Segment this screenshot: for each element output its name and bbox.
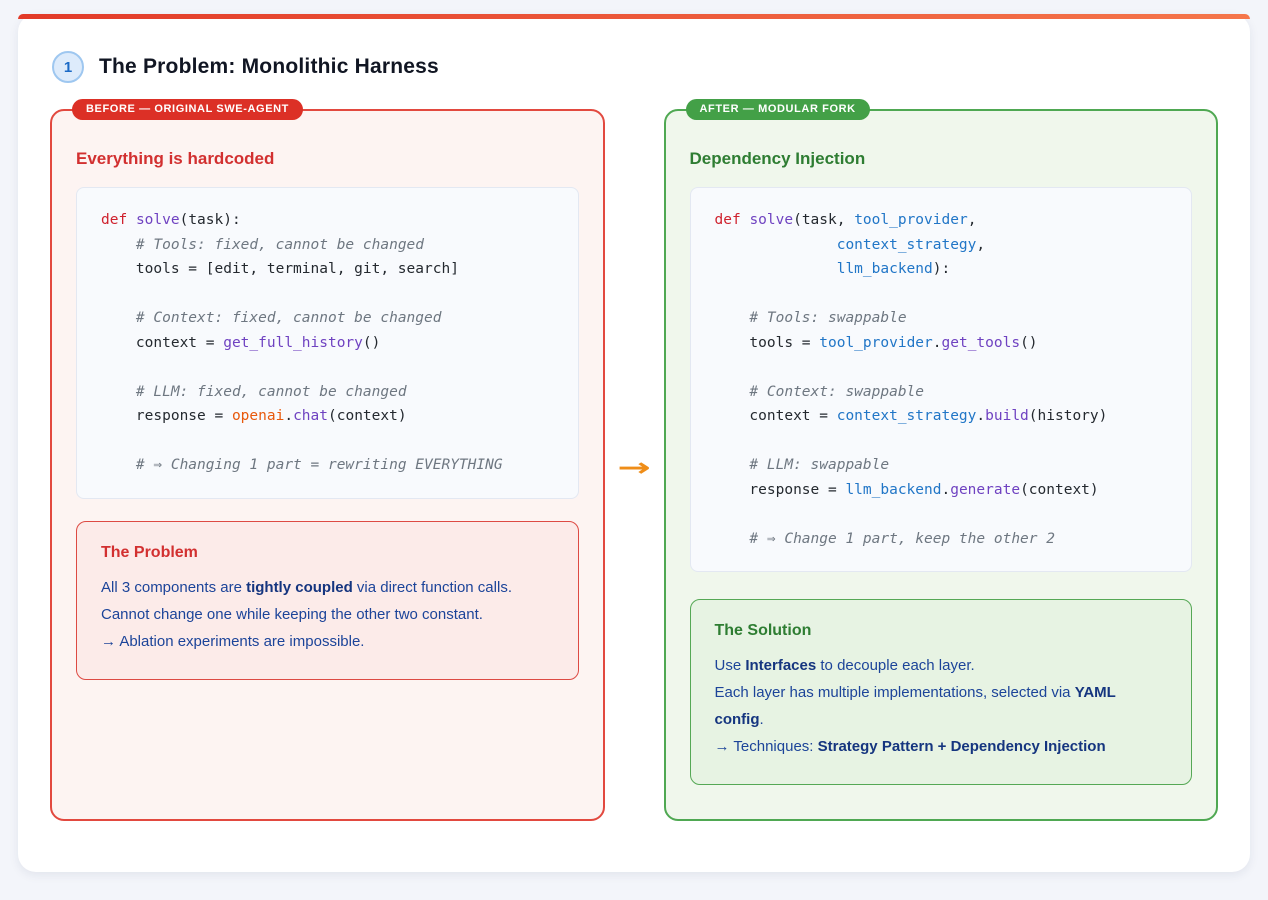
before-badge: BEFORE — ORIGINAL SWE-AGENT bbox=[72, 99, 304, 120]
code-line bbox=[101, 429, 554, 454]
code-line: # Tools: swappable bbox=[749, 310, 907, 326]
code-line: # Context: fixed, cannot be changed bbox=[135, 310, 442, 326]
before-code-block: def solve(task): # Tools: fixed, cannot … bbox=[76, 187, 579, 499]
comparison-panels: BEFORE — ORIGINAL SWE-AGENT Everything i… bbox=[50, 99, 1218, 821]
problem-text: All 3 components are tightly coupled via… bbox=[101, 574, 554, 655]
code-line: def solve(task, tool_provider, bbox=[714, 212, 977, 228]
code-line: # LLM: swappable bbox=[749, 457, 890, 473]
code-line bbox=[715, 282, 1168, 307]
solution-text: Use Interfaces to decouple each layer. Ea… bbox=[715, 652, 1168, 760]
note-line: All 3 components are tightly coupled via… bbox=[101, 578, 512, 596]
after-panel: AFTER — MODULAR FORK Dependency Injectio… bbox=[663, 99, 1218, 821]
before-heading: Everything is hardcoded bbox=[76, 149, 275, 168]
title-row: 1 The Problem: Monolithic Harness bbox=[52, 51, 1218, 83]
code-line: # Context: swappable bbox=[749, 383, 925, 400]
note-line: Use Interfaces to decouple each layer. bbox=[714, 657, 975, 674]
before-panel: BEFORE — ORIGINAL SWE-AGENT Everything i… bbox=[50, 99, 605, 821]
solution-box: The Solution Use Interfaces to decouple … bbox=[689, 599, 1192, 785]
code-line bbox=[101, 282, 554, 307]
note-line: → Techniques: Strategy Pattern + Depende… bbox=[714, 738, 1106, 755]
code-line: context_strategy, bbox=[836, 236, 986, 253]
after-heading: Dependency Injection bbox=[689, 149, 866, 168]
problem-heading: The Problem bbox=[101, 543, 198, 561]
page-title: The Problem: Monolithic Harness bbox=[99, 55, 439, 78]
code-line: # ⇒ Change 1 part, keep the other 2 bbox=[749, 530, 1055, 547]
step-number: 1 bbox=[63, 58, 73, 76]
solution-heading: The Solution bbox=[714, 622, 812, 639]
code-line: context = context_strategy.build(history… bbox=[714, 408, 1108, 424]
code-line: llm_backend): bbox=[836, 261, 951, 277]
code-line bbox=[715, 429, 1168, 454]
code-line: # ⇒ Changing 1 part = rewriting EVERYTHI… bbox=[135, 457, 503, 473]
after-badge: AFTER — MODULAR FORK bbox=[685, 99, 870, 120]
problem-box: The Problem All 3 components are tightly… bbox=[76, 520, 579, 680]
slide-card: 1 The Problem: Monolithic Harness BEFORE… bbox=[18, 14, 1250, 872]
code-line bbox=[101, 355, 554, 380]
code-line: def solve(task): bbox=[101, 212, 241, 228]
code-line: response = openai.chat(context) bbox=[101, 408, 407, 424]
code-line: # LLM: fixed, cannot be changed bbox=[135, 383, 407, 400]
note-line: Cannot change one while keeping the othe… bbox=[101, 605, 483, 623]
after-code-block: def solve(task, tool_provider, context_s… bbox=[689, 187, 1192, 572]
code-line bbox=[715, 355, 1168, 380]
transform-arrow-icon: → bbox=[617, 453, 651, 482]
code-line: context = get_full_history() bbox=[101, 334, 381, 351]
code-line: # Tools: fixed, cannot be changed bbox=[135, 236, 425, 253]
code-line: tools = [edit, terminal, git, search] bbox=[101, 261, 459, 277]
card-content: 1 The Problem: Monolithic Harness BEFORE… bbox=[18, 19, 1250, 821]
note-line: → Ablation experiments are impossible. bbox=[101, 632, 365, 650]
code-line bbox=[715, 502, 1168, 527]
step-number-badge: 1 bbox=[52, 51, 84, 83]
note-line: Each layer has multiple implementations,… bbox=[714, 684, 1116, 728]
code-line: response = llm_backend.generate(context) bbox=[714, 481, 1099, 498]
code-line: tools = tool_provider.get_tools() bbox=[714, 334, 1038, 351]
